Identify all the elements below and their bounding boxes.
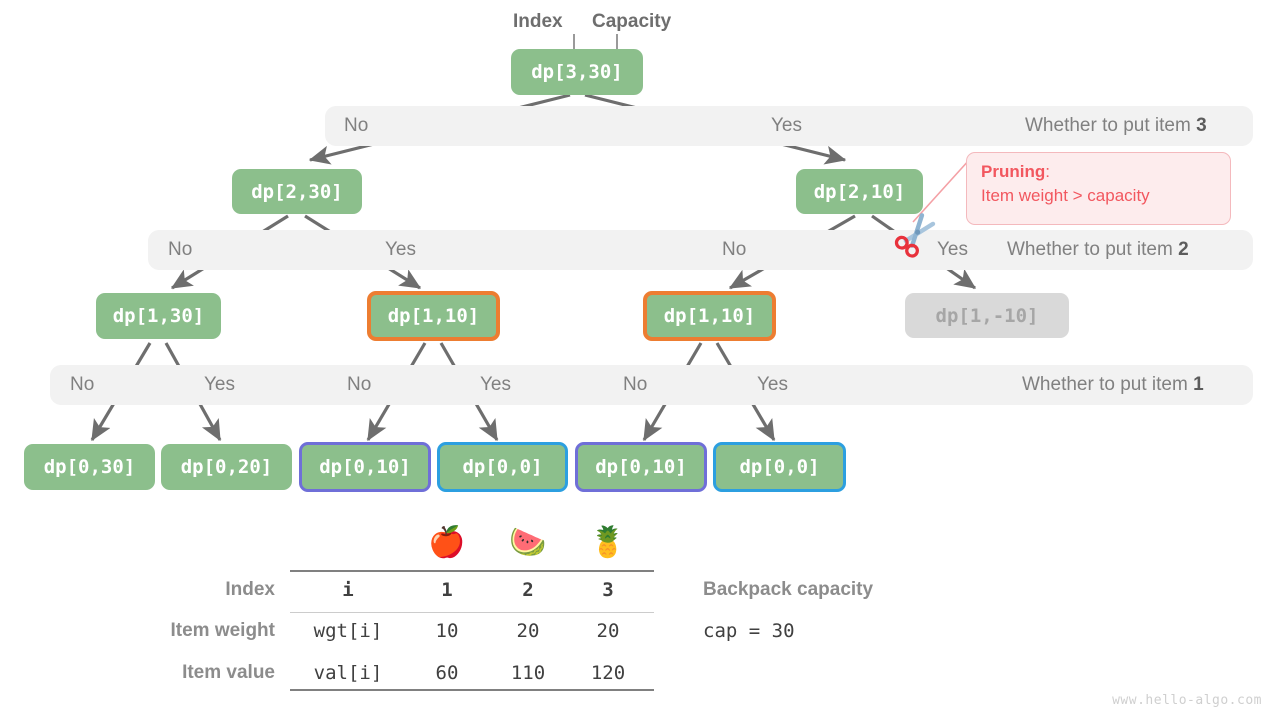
pruning-leader-line: [912, 158, 971, 223]
cell-index-3: 3: [602, 579, 614, 601]
pruning-title-row: Pruning:: [981, 162, 1216, 182]
table-rule-bottom: [290, 689, 654, 691]
cell-name-i: i: [342, 579, 354, 601]
decision-band-item2: [148, 230, 1253, 270]
band1-no1-label: No: [70, 374, 95, 395]
node-dp-1-30[interactable]: dp[1,30]: [96, 293, 221, 339]
band1-question: Whether to put item 1: [1022, 365, 1204, 405]
band3-yes-label: Yes: [771, 115, 802, 136]
band2-no1-label: No: [168, 239, 193, 260]
band3-no-label: No: [344, 115, 369, 136]
cell-value-3: 120: [590, 662, 626, 684]
band2-yes2-label: Yes: [937, 239, 968, 260]
index-header-label: Index: [513, 11, 563, 32]
band2-question-item: 2: [1178, 239, 1189, 260]
band3-question-text: Whether to put item: [1025, 115, 1197, 136]
band3-question-item: 3: [1196, 115, 1207, 136]
cell-weight-2: 20: [516, 620, 540, 642]
watermark: www.hello-algo.com: [1112, 693, 1262, 708]
node-dp-0-30[interactable]: dp[0,30]: [24, 444, 155, 490]
row-label-item-weight: Item weight: [170, 620, 275, 641]
cell-name-wgt: wgt[i]: [313, 620, 383, 642]
pruning-title-suffix: :: [1045, 162, 1050, 181]
band1-yes1-label: Yes: [204, 374, 235, 395]
capacity-header-label: Capacity: [592, 11, 672, 32]
band1-question-text: Whether to put item: [1022, 374, 1194, 395]
band1-no2-label: No: [347, 374, 372, 395]
band2-yes1-label: Yes: [385, 239, 416, 260]
band3-question: Whether to put item 3: [1025, 106, 1207, 146]
band2-question: Whether to put item 2: [1007, 230, 1189, 270]
cell-value-2: 110: [510, 662, 546, 684]
node-dp-0-10-b[interactable]: dp[0,10]: [575, 442, 707, 492]
cell-index-1: 1: [441, 579, 453, 601]
pruning-title: Pruning: [981, 162, 1046, 181]
node-dp-0-0-a[interactable]: dp[0,0]: [437, 442, 568, 492]
cell-name-val: val[i]: [313, 662, 383, 684]
table-rule-top: [290, 570, 654, 572]
cell-value-1: 60: [435, 662, 459, 684]
node-dp-0-20[interactable]: dp[0,20]: [161, 444, 292, 490]
pruning-callout: Pruning: Item weight > capacity: [966, 152, 1231, 225]
decision-band-item1: [50, 365, 1253, 405]
table-rule-mid: [290, 612, 654, 613]
node-dp-1-10-b[interactable]: dp[1,10]: [643, 291, 776, 341]
band1-yes3-label: Yes: [757, 374, 788, 395]
band2-question-text: Whether to put item: [1007, 239, 1179, 260]
node-dp-1-neg10-pruned[interactable]: dp[1,-10]: [905, 293, 1069, 338]
apple-icon: 🍎: [428, 526, 466, 559]
node-dp-1-10-a[interactable]: dp[1,10]: [367, 291, 500, 341]
watermelon-icon: 🍉: [509, 526, 547, 559]
decision-band-item3: [325, 106, 1253, 146]
band2-no2-label: No: [722, 239, 747, 260]
node-dp-2-30[interactable]: dp[2,30]: [232, 169, 362, 214]
backpack-capacity-label: Backpack capacity: [703, 579, 874, 600]
cell-weight-3: 20: [596, 620, 620, 642]
pruning-reason: Item weight > capacity: [981, 186, 1150, 205]
cell-index-2: 2: [522, 579, 534, 601]
row-label-index: Index: [225, 579, 275, 600]
row-label-item-value: Item value: [182, 662, 275, 683]
node-dp-3-30[interactable]: dp[3,30]: [511, 49, 643, 95]
pineapple-icon: 🍍: [589, 526, 627, 559]
node-dp-2-10[interactable]: dp[2,10]: [796, 169, 923, 214]
cell-weight-1: 10: [435, 620, 459, 642]
node-dp-0-10-a[interactable]: dp[0,10]: [299, 442, 431, 492]
band1-question-item: 1: [1193, 374, 1204, 395]
scissors-icon: [894, 213, 936, 258]
node-dp-0-0-b[interactable]: dp[0,0]: [713, 442, 846, 492]
band1-no3-label: No: [623, 374, 648, 395]
band1-yes2-label: Yes: [480, 374, 511, 395]
backpack-capacity-value: cap = 30: [703, 620, 795, 642]
